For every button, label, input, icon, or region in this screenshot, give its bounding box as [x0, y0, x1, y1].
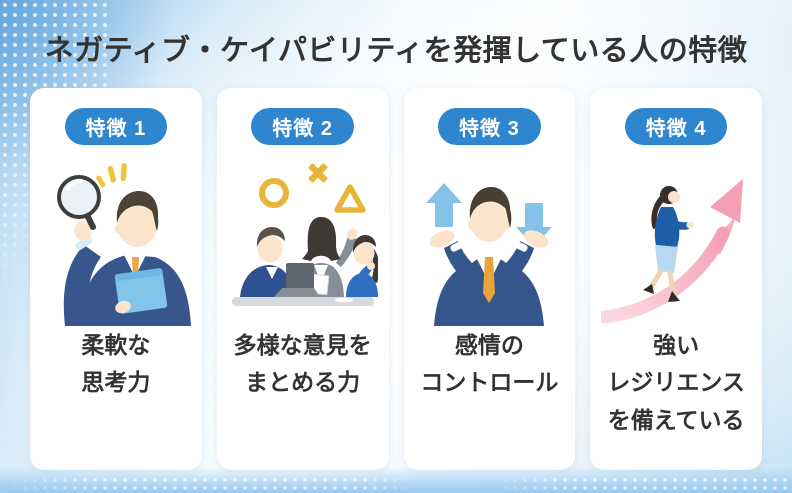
resilience-svg [601, 178, 744, 323]
feature-caption-1: 柔軟な 思考力 [81, 332, 151, 396]
team-meeting-illustration [227, 150, 379, 326]
running-woman-figure [643, 185, 694, 302]
feature-card-1: 特徴 1 [30, 88, 202, 470]
businessman-magnifying-glass-illustration [40, 150, 192, 326]
feature-caption-3: 感情の コントロール [420, 332, 559, 396]
feature-card-3: 特徴 3 感情の [403, 88, 576, 470]
x-symbol-icon [308, 163, 328, 182]
feature-badge-4: 特徴 4 [624, 108, 728, 145]
feature-badge-1: 特徴 1 [64, 108, 168, 145]
exclamation-marks-icon [96, 162, 127, 187]
emotion-control-svg [426, 182, 553, 326]
up-arrow-icon [426, 182, 463, 227]
team-meeting-svg [231, 163, 378, 306]
businessman-magnifying-glass-svg [56, 162, 191, 326]
feature-caption-2: 多様な意見を まとめる力 [233, 332, 372, 396]
feature-badge-2: 特徴 2 [251, 108, 354, 145]
page-title: ネガティブ・ケイパビリティを発揮している人の特徴 [44, 35, 748, 67]
feature-cards: 特徴 1 [30, 88, 762, 470]
feature-caption-4: 強い レジリエンス を備えている [607, 332, 745, 433]
magnifying-glass-icon [56, 174, 101, 230]
feature-card-2: 特徴 2 [216, 88, 389, 470]
circle-symbol-icon [258, 177, 289, 208]
resilience-illustration [600, 150, 752, 326]
feature-card-4: 特徴 4 [590, 88, 762, 470]
triangle-symbol-icon [333, 183, 366, 213]
emotion-control-illustration [413, 150, 565, 326]
bottom-gradient-band [0, 467, 792, 493]
feature-badge-3: 特徴 3 [438, 108, 541, 145]
